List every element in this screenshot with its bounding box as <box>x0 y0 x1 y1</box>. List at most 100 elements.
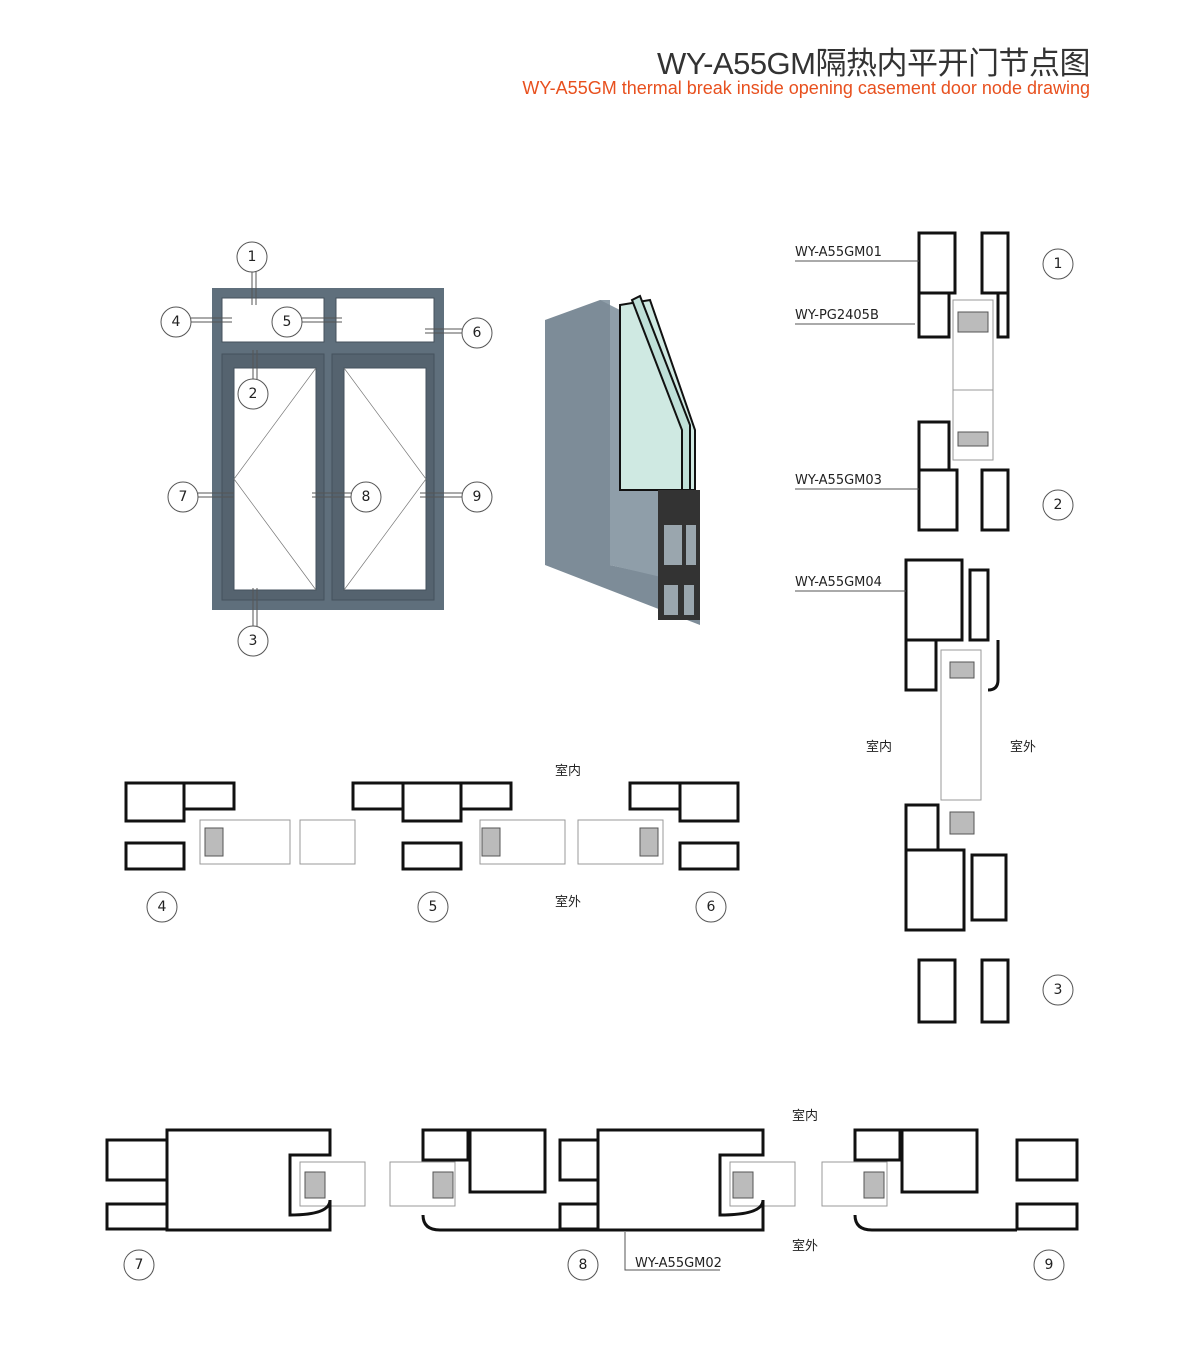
profile-shape <box>182 781 236 811</box>
marker-number: 8 <box>579 1257 588 1273</box>
marker-6: 6 <box>461 317 493 349</box>
marker-number: 2 <box>1054 497 1063 513</box>
marker-circle <box>237 625 269 657</box>
profile-shape <box>904 848 966 932</box>
profile-shape <box>968 568 990 642</box>
profile-3d-render <box>545 294 700 625</box>
profile-shape <box>970 853 1008 922</box>
section-marker-9: 9 <box>1033 1249 1065 1281</box>
profile-shape <box>639 827 659 857</box>
profile-shape <box>401 781 463 823</box>
profile-shape <box>304 1171 326 1199</box>
marker-number: 6 <box>473 325 482 341</box>
section-marker-6: 6 <box>695 891 727 923</box>
door-elevation <box>191 272 462 626</box>
profile-shape <box>678 781 740 823</box>
indoor-label-upper: 室内 <box>555 763 581 779</box>
marker-number: 4 <box>158 899 167 915</box>
profile-shape <box>421 1214 600 1232</box>
profile-shape <box>952 389 994 461</box>
profile-shape <box>432 1171 454 1199</box>
profile-shape <box>996 291 1010 339</box>
outdoor-label: 室外 <box>1010 739 1036 755</box>
profile-shape <box>863 1171 885 1199</box>
marker-number: 3 <box>249 633 258 649</box>
profile-shape <box>421 1128 470 1162</box>
part-label-gm02: WY-A55GM02 <box>635 1256 722 1271</box>
marker-number: 5 <box>429 899 438 915</box>
section-marker-8: 8 <box>567 1249 599 1281</box>
profile-shape <box>558 1138 600 1182</box>
profile-shape <box>917 231 957 295</box>
profile-shape <box>987 640 1000 692</box>
marker-circle <box>146 891 178 923</box>
profile-shape <box>165 1128 332 1232</box>
profile-shape <box>1015 1138 1079 1182</box>
profile-shape <box>105 1138 169 1182</box>
profile-shape <box>299 819 356 865</box>
page-title: WY-A55GM隔热内平开门节点图 <box>656 46 1091 81</box>
profile-shape <box>732 1171 754 1199</box>
outdoor-label-lower: 室外 <box>792 1238 818 1254</box>
marker-9: 9 <box>461 481 493 513</box>
marker-number: 7 <box>135 1257 144 1273</box>
marker-circle <box>123 1249 155 1281</box>
part-label-gm03: WY-A55GM03 <box>795 473 882 488</box>
section-marker-2: 2 <box>1042 489 1074 521</box>
profile-shape <box>124 781 186 823</box>
horizontal-section-lower <box>105 1128 1079 1271</box>
profile-shape <box>619 298 696 491</box>
profile-shape <box>468 1128 547 1194</box>
marker-number: 9 <box>1045 1257 1054 1273</box>
profile-shape <box>904 558 964 642</box>
profile-shape <box>558 1202 600 1231</box>
profile-shape <box>917 291 951 339</box>
profile-shape <box>684 585 694 615</box>
profile-shape <box>980 231 1010 295</box>
marker-circle <box>271 306 303 338</box>
page-subtitle: WY-A55GM thermal break inside opening ca… <box>522 78 1090 98</box>
profile-shape <box>664 585 678 615</box>
marker-circle <box>350 481 382 513</box>
profile-shape <box>596 1128 765 1232</box>
profile-shape <box>481 827 501 857</box>
marker-number: 6 <box>707 899 716 915</box>
opening-indicator-right <box>343 367 427 591</box>
profile-shape <box>904 803 940 852</box>
part-label-gm04: WY-A55GM04 <box>795 575 882 590</box>
transom-right-glass <box>335 297 435 343</box>
marker-circle <box>695 891 727 923</box>
marker-number: 1 <box>1054 256 1063 272</box>
marker-circle <box>167 481 199 513</box>
horizontal-section-upper <box>124 781 740 871</box>
part-label-gm01: WY-A55GM01 <box>795 245 882 260</box>
marker-circle <box>160 306 192 338</box>
profile-shape <box>949 811 975 835</box>
profile-shape <box>949 661 975 679</box>
profile-shape <box>624 1232 720 1271</box>
marker-number: 2 <box>249 386 258 402</box>
marker-circle <box>1042 248 1074 280</box>
profile-shape <box>917 958 957 1024</box>
marker-circle <box>237 378 269 410</box>
section-marker-3: 3 <box>1042 974 1074 1006</box>
marker-3: 3 <box>237 625 269 657</box>
profile-shape <box>459 781 513 811</box>
marker-number: 3 <box>1054 982 1063 998</box>
sash-right-glass <box>343 367 427 591</box>
section-marker-5: 5 <box>417 891 449 923</box>
section-marker-7: 7 <box>123 1249 155 1281</box>
marker-circle <box>236 241 268 273</box>
marker-number: 5 <box>283 314 292 330</box>
marker-7: 7 <box>167 481 199 513</box>
profile-shape <box>917 468 959 532</box>
marker-circle <box>1042 489 1074 521</box>
profile-shape <box>853 1214 1017 1232</box>
profile-shape <box>664 525 682 565</box>
indoor-label-lower: 室内 <box>792 1108 818 1124</box>
profile-shape <box>900 1128 979 1194</box>
marker-number: 4 <box>172 314 181 330</box>
profile-shape <box>545 300 700 625</box>
marker-circle <box>1033 1249 1065 1281</box>
vertical-section <box>795 231 1010 1024</box>
